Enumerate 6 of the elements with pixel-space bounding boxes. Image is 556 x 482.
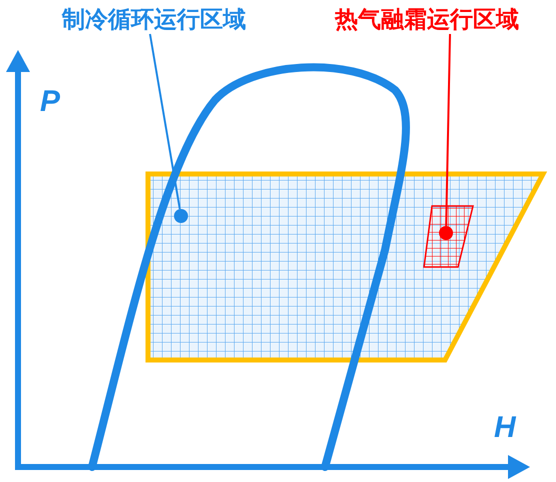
- callout-label: 热气融霜运行区域: [335, 6, 519, 34]
- axis-label: H: [494, 412, 516, 444]
- leader-line: [149, 34, 181, 210]
- callout-label: 制冷循环运行区域: [62, 6, 246, 34]
- leader-line: [445, 34, 451, 226]
- axis-label: P: [40, 86, 60, 118]
